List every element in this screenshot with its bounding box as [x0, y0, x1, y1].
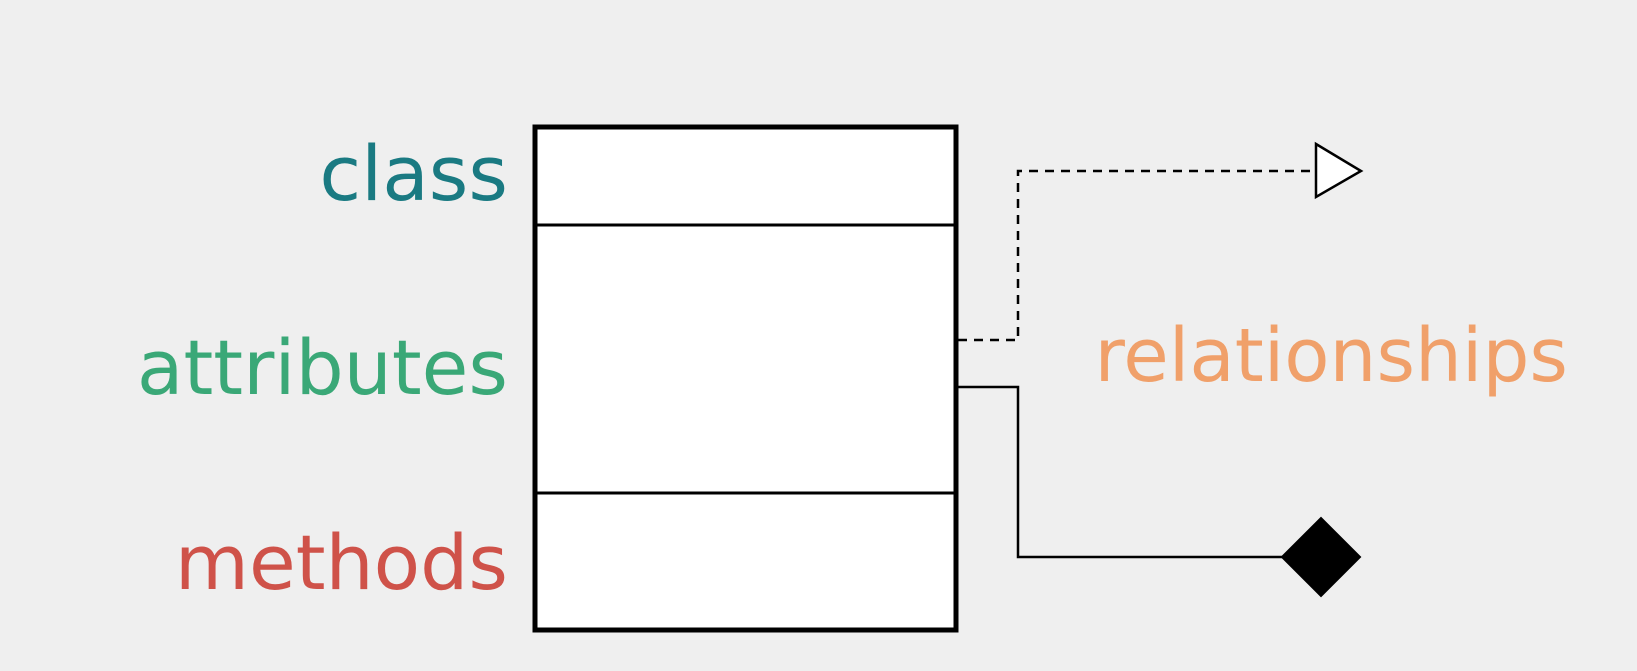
- dashed-connector-line: [958, 169, 1316, 342]
- class-name-compartment: [538, 130, 953, 223]
- class-box: [532, 124, 959, 633]
- solid-connector-line: [958, 385, 1282, 559]
- class-label: class: [319, 129, 508, 218]
- class-box-outline: [532, 124, 959, 633]
- composition-connector: [958, 385, 1362, 598]
- relationships-label: relationships: [1094, 313, 1568, 399]
- realization-connector: [958, 141, 1364, 342]
- hollow-triangle-arrowhead: [1314, 141, 1364, 200]
- methods-compartment: [538, 495, 953, 628]
- attributes-label: attributes: [137, 323, 508, 412]
- attributes-compartment: [538, 227, 953, 491]
- filled-diamond-marker: [1280, 516, 1362, 598]
- methods-label: methods: [175, 518, 508, 607]
